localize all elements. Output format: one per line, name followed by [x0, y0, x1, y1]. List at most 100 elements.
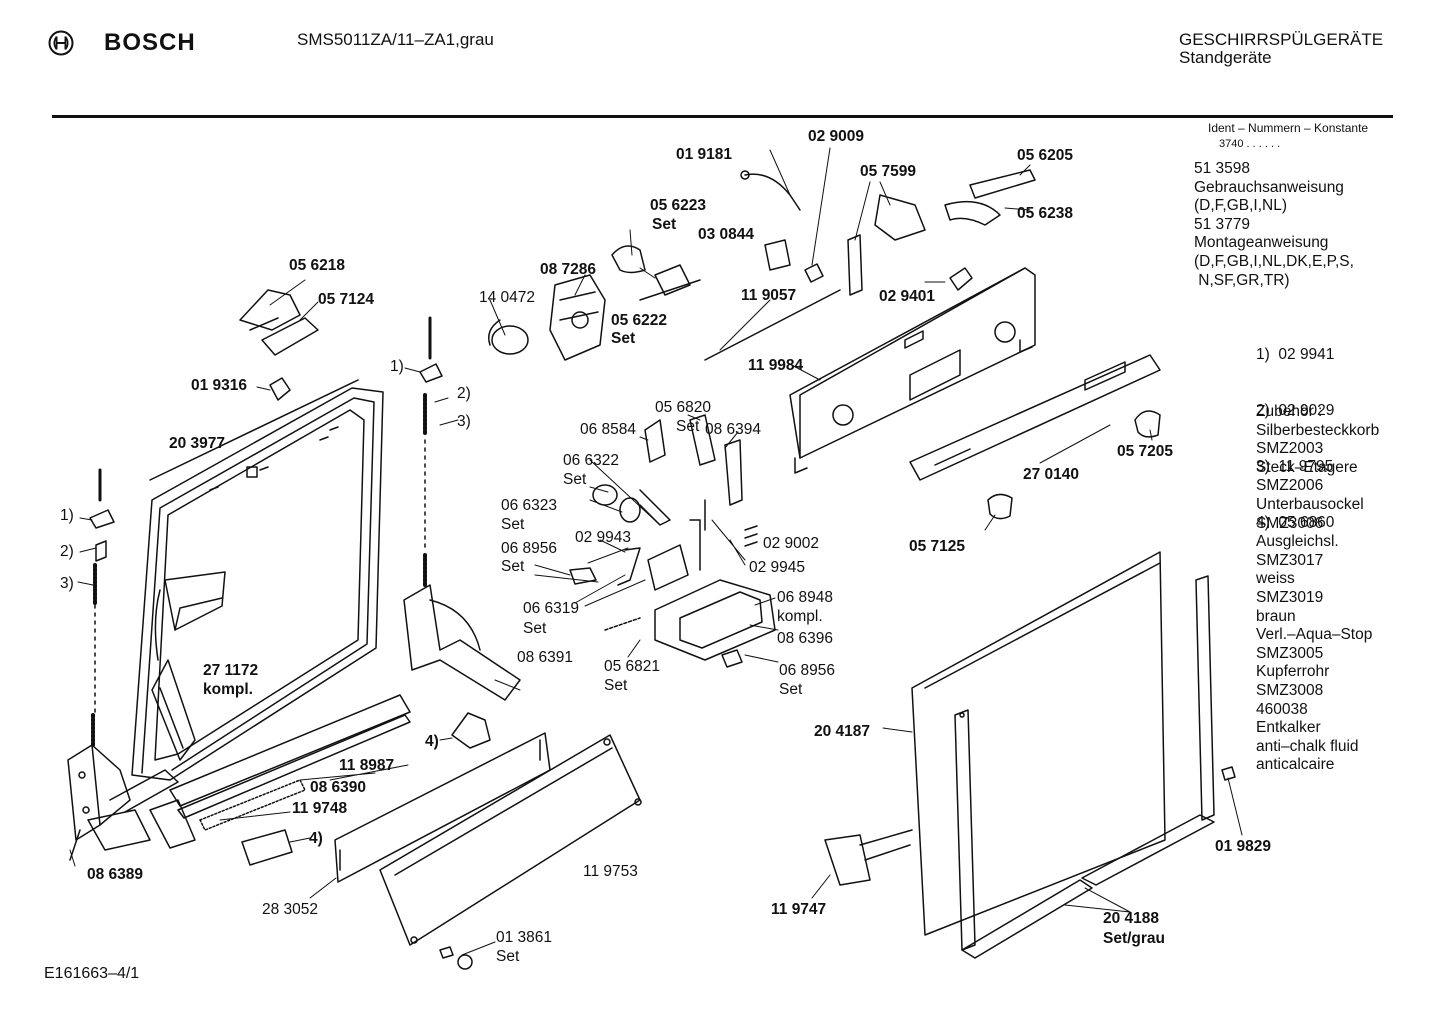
docs-list: 51 3598 Gebrauchsanweisung (D,F,GB,I,NL)… — [1194, 160, 1354, 290]
knob-057205 — [1135, 411, 1160, 437]
side-frame — [955, 576, 1214, 958]
accessory-list: Zubehör : Silberbesteckkorb SMZ2003 Stec… — [1256, 403, 1379, 775]
footnote-item: 1) 02 9941 — [1256, 346, 1335, 364]
accessory-item: Ausgleichsl. — [1256, 533, 1339, 551]
knob-140472 — [489, 320, 528, 354]
part-label: 02 9401 — [879, 288, 936, 305]
part-label: 20 4187 — [814, 723, 871, 740]
category-title: GESCHIRRSPÜLGERÄTE — [1179, 30, 1384, 49]
part-label: Set — [611, 330, 636, 347]
accessory-item: Unterbausockel — [1256, 495, 1364, 513]
docs-item: 51 3779 — [1194, 215, 1251, 233]
footnote-marker: 3) — [457, 413, 471, 430]
accessory-item: Entkalker — [1256, 719, 1321, 737]
screw-hole — [604, 739, 610, 745]
screw-hole — [635, 799, 641, 805]
accessory-item: SMZ2003 — [1256, 440, 1324, 458]
accessory-item: SMZ3008 — [1256, 681, 1324, 699]
accessory-item: Kupferrohr — [1256, 663, 1330, 681]
part-label: 02 9009 — [808, 128, 865, 145]
footnote-marker: 1) — [60, 507, 74, 524]
part-label: 05 6205 — [1017, 147, 1074, 164]
part-label: 08 6396 — [777, 630, 834, 647]
end-cap-top — [452, 713, 490, 748]
part-label: Set — [523, 620, 547, 637]
accessory-item: anti–chalk fluid — [1256, 737, 1359, 755]
part-label: 06 8948 — [777, 589, 834, 606]
bracket-119747 — [825, 830, 912, 885]
part-label: 05 7599 — [860, 163, 917, 180]
part-label: 27 0140 — [1023, 466, 1080, 483]
outer-door — [912, 552, 1165, 935]
part-label: Set — [604, 677, 628, 694]
docs-item: N,SF,GR,TR) — [1194, 271, 1290, 289]
part-label: 06 6323 — [501, 497, 558, 514]
bosch-logo-icon — [48, 30, 74, 56]
part-label: 02 9002 — [763, 535, 820, 552]
accessory-item: Zubehör : — [1256, 403, 1323, 420]
switch-029009 — [805, 264, 823, 282]
docs-item: (D,F,GB,I,NL,DK,E,P,S, — [1194, 252, 1354, 270]
part-label: Set — [676, 418, 700, 435]
screw-019829 — [1222, 767, 1235, 780]
category-subtitle: Standgeräte — [1179, 48, 1272, 67]
part-label: 11 9748 — [292, 800, 348, 817]
accessory-item: Steck–Etagere — [1256, 458, 1358, 476]
rod-119057 — [705, 290, 840, 360]
set-part-056222 — [640, 265, 700, 300]
accessory-item: SMZ3005 — [1256, 644, 1324, 662]
part-label: Set — [563, 471, 587, 488]
footnote-marker: 1) — [390, 358, 404, 375]
part-label: 28 3052 — [262, 901, 319, 918]
part-label: 01 3861 — [496, 929, 553, 946]
docs-item: 51 3598 — [1194, 160, 1251, 177]
part-label: 02 9945 — [749, 559, 806, 576]
part-label: 20 4188 — [1103, 910, 1160, 927]
panel-283052 — [335, 733, 550, 882]
part-056238 — [945, 202, 1000, 225]
screw-head — [458, 955, 472, 969]
display-strip — [910, 355, 1160, 480]
footnote-marker: 2) — [457, 385, 471, 402]
ident-title: Ident – Nummern – Konstante — [1208, 121, 1369, 135]
accessory-item: SMZ3017 — [1256, 551, 1324, 569]
accessory-item: braun — [1256, 607, 1296, 625]
accessory-item: Verl.–Aqua–Stop — [1256, 626, 1373, 644]
cable-019181 — [745, 174, 800, 210]
part-label: 01 9316 — [191, 377, 248, 394]
docs-item: Gebrauchsanweisung — [1194, 178, 1344, 196]
part-label: 06 8584 — [580, 421, 637, 438]
accessory-item: Silberbesteckkorb — [1256, 421, 1380, 439]
part-label: 05 6821 — [604, 658, 661, 675]
part-label: 02 9943 — [575, 529, 632, 546]
cable-end — [741, 171, 749, 179]
ident-value: 3740 . . . . . . — [1219, 138, 1281, 150]
accessory-item: 460038 — [1256, 700, 1308, 718]
part-label: 08 7286 — [540, 261, 597, 278]
part-label: 06 6322 — [563, 452, 620, 469]
part-029401 — [950, 268, 972, 290]
docs-item: (D,F,GB,I,NL) — [1194, 197, 1288, 215]
screw-013861 — [440, 947, 453, 958]
part-label: 01 9829 — [1215, 838, 1272, 855]
right-hinge-part — [404, 585, 520, 700]
part-label: 05 6820 — [655, 399, 712, 416]
footnote-list: 1) 02 9941 2) 02 9029 3) 11 9795 4) 05 6… — [1256, 309, 1334, 551]
door-strip-part — [152, 660, 195, 760]
part-label: 05 6218 — [289, 257, 346, 274]
part-label: 11 9747 — [771, 901, 827, 918]
part-label: 08 6391 — [517, 649, 574, 666]
part-label: 06 8956 — [501, 540, 558, 557]
clip-part-019316 — [270, 378, 290, 400]
left-springs — [90, 318, 442, 745]
part-label: 05 6222 — [611, 312, 668, 329]
footnote-marker: 4) — [425, 733, 439, 750]
part-label: 05 7124 — [318, 291, 375, 308]
part-label: 03 0844 — [698, 226, 755, 243]
part-label: Set — [501, 558, 525, 575]
part-label: 08 6390 — [310, 779, 367, 796]
footnote-marker: 2) — [60, 543, 74, 560]
screw-hole — [411, 937, 417, 943]
part-label: 05 7205 — [1117, 443, 1174, 460]
